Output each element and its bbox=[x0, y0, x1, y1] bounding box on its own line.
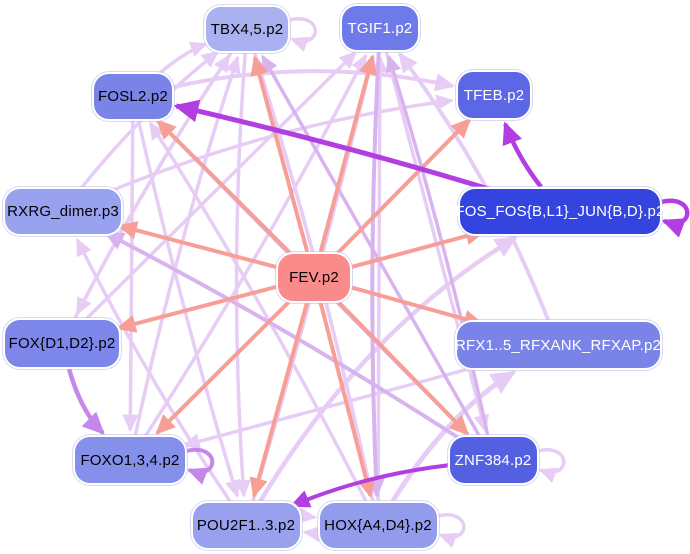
node-tgif[interactable]: TGIF1.p2 bbox=[342, 6, 418, 50]
node-label: TGIF1.p2 bbox=[347, 19, 413, 37]
node-rxrg[interactable]: RXRG_dimer.p3 bbox=[5, 188, 121, 234]
node-fev[interactable]: FEV.p2 bbox=[278, 253, 350, 301]
node-znf[interactable]: ZNF384.p2 bbox=[449, 437, 537, 483]
edge-fev-rfx bbox=[348, 284, 484, 328]
edge-fos-tfeb bbox=[502, 121, 543, 189]
self-loop-tbx bbox=[285, 17, 317, 52]
edge-fev-fosl2 bbox=[156, 119, 295, 258]
edge-tgif-hox bbox=[366, 51, 386, 498]
edge-znf-pou bbox=[289, 463, 449, 508]
self-loop-foxo bbox=[182, 447, 215, 485]
edge-foxo-tgif bbox=[144, 53, 368, 437]
node-fox[interactable]: FOX{D1,D2}.p2 bbox=[5, 319, 119, 367]
edge-fev-foxo bbox=[155, 296, 295, 435]
edge-fev-znf bbox=[333, 296, 470, 436]
edge-fev-fos bbox=[348, 227, 486, 270]
self-loop-znf bbox=[533, 448, 566, 483]
edge-fev-tbx bbox=[250, 55, 310, 253]
edge-fev-pou bbox=[249, 301, 310, 499]
edge-fev-hox bbox=[318, 301, 375, 499]
edge-pou-fos bbox=[258, 235, 518, 503]
node-label: HOX{A4,D4}.p2 bbox=[324, 516, 432, 534]
edge-tbx-pou bbox=[234, 52, 251, 498]
edge-fox-foxo bbox=[66, 367, 105, 435]
node-foxo[interactable]: FOXO1,3,4.p2 bbox=[75, 437, 185, 483]
edge-rfx-foxo bbox=[182, 361, 490, 450]
node-label: TFEB.p2 bbox=[463, 86, 525, 104]
node-label: RFX1..5_RFXANK_RFXAP.p2 bbox=[454, 336, 662, 354]
edge-hox-tgif bbox=[371, 54, 388, 501]
node-tbx[interactable]: TBX4,5.p2 bbox=[206, 7, 288, 51]
edge-fosl2-foxo bbox=[122, 120, 139, 433]
node-label: FOX{D1,D2}.p2 bbox=[8, 334, 116, 352]
edge-fos-fosl2 bbox=[173, 99, 499, 195]
node-label: FOXO1,3,4.p2 bbox=[80, 451, 180, 469]
edge-fev-tfeb bbox=[333, 117, 472, 258]
self-loop-hox bbox=[433, 513, 466, 548]
node-rfx[interactable]: RFX1..5_RFXANK_RFXAP.p2 bbox=[454, 322, 662, 368]
edge-fosl2-tbx bbox=[155, 41, 208, 78]
edge-znf-rxrg bbox=[103, 231, 465, 443]
node-label: TBX4,5.p2 bbox=[210, 20, 284, 38]
node-label: FOSL2.p2 bbox=[98, 87, 168, 105]
edge-fox-tbx bbox=[73, 54, 231, 319]
node-pou[interactable]: POU2F1..3.p2 bbox=[192, 502, 300, 548]
edge-pou-hox bbox=[298, 507, 317, 524]
edge-fev-tgif bbox=[318, 54, 377, 253]
node-fosl2[interactable]: FOSL2.p2 bbox=[94, 73, 172, 119]
node-tfeb[interactable]: TFEB.p2 bbox=[458, 72, 530, 118]
edge-fev-fox bbox=[115, 284, 280, 333]
node-label: FEV.p2 bbox=[289, 268, 339, 286]
edge-hox-pou bbox=[302, 525, 321, 542]
edge-znf-tbx bbox=[261, 54, 481, 438]
edge-hox-fosl2 bbox=[148, 121, 368, 502]
node-hox[interactable]: HOX{A4,D4}.p2 bbox=[319, 502, 437, 548]
node-label: POU2F1..3.p2 bbox=[196, 516, 296, 534]
node-label: RXRG_dimer.p3 bbox=[7, 202, 119, 220]
node-fos[interactable]: FOS_FOS{B,L1}_JUN{B,D}.p2 bbox=[455, 188, 664, 234]
node-label: ZNF384.p2 bbox=[454, 451, 532, 469]
node-label: FOS_FOS{B,L1}_JUN{B,D}.p2 bbox=[455, 202, 665, 220]
edge-fev-rxrg bbox=[116, 221, 280, 270]
edge-rfx-tgif bbox=[398, 52, 551, 321]
self-loop-fos bbox=[657, 198, 690, 238]
